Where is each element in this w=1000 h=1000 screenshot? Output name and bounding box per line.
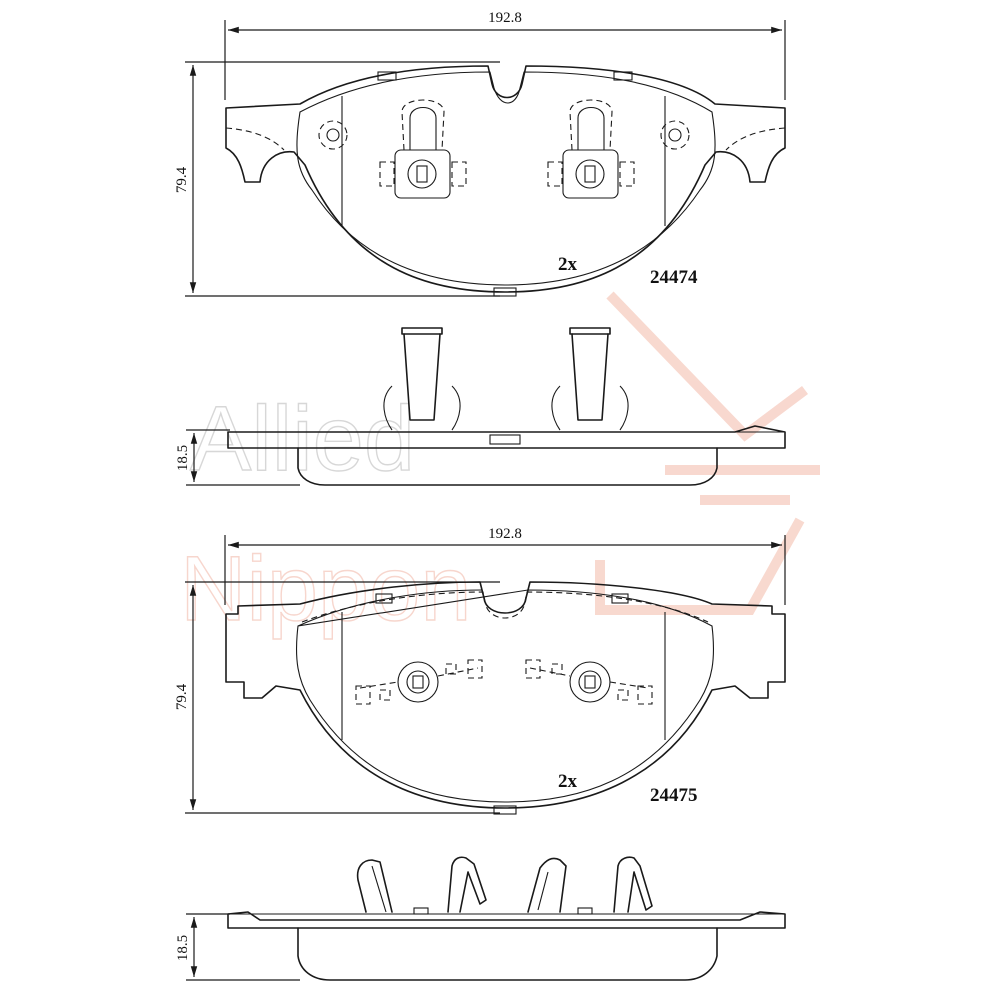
pad-24475-quantity: 2x: [558, 771, 578, 792]
pad-24474-height-dimension: 79.4: [174, 166, 190, 193]
pad-24475-clip-left: [355, 659, 483, 705]
pad-24474-front-view: 192.8 79.4: [174, 10, 786, 297]
pad-24475-thickness-dimension: 18.5: [175, 935, 191, 961]
pad-24474-side-view: 18.5: [175, 327, 786, 486]
pad-24474-clip-left: [379, 99, 467, 199]
watermark-text-nippon: Nippon: [180, 538, 472, 640]
pad-24475-front-view: 192.8 79.4: [174, 526, 786, 815]
pad-24474-quantity: 2x: [558, 254, 578, 275]
pad-24474-width-dimension: 192.8: [488, 10, 522, 26]
pad-24475-clip-right: [525, 659, 653, 705]
pad-24475-side-view: 18.5: [175, 856, 786, 981]
watermark: Allied Nippon: [179, 291, 820, 641]
pad-24475-height-dimension: 79.4: [174, 683, 190, 710]
pad-24475-width-dimension: 192.8: [488, 526, 522, 542]
pad-24474-clip-right: [547, 99, 635, 199]
pad-24475-part-number: 24475: [650, 785, 698, 806]
pad-24474-thickness-dimension: 18.5: [175, 445, 191, 471]
watermark-text-allied: Allied: [190, 388, 415, 490]
pad-24474-part-number: 24474: [650, 267, 698, 288]
watermark-logo-icon: [595, 291, 820, 615]
